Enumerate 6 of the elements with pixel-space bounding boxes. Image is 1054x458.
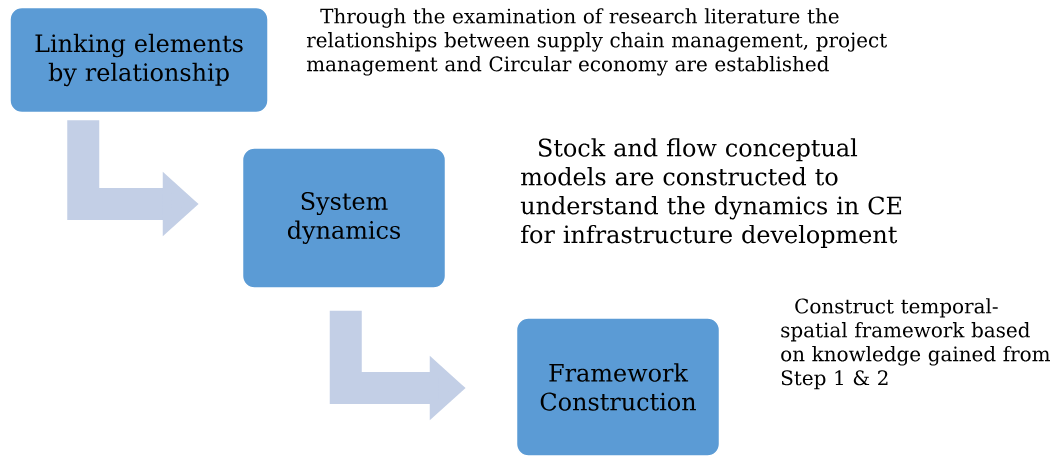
process-box: Linking elements by relationship (9, 6, 269, 114)
process-box: System dynamics (241, 147, 447, 289)
description-text: Stock and flow conceptual models are constructed to understand the dynamics in CE for infrastructure development (520, 138, 902, 248)
description-text: Construct temporal-spatial framework based on knowledge gained from Step 1 & 2 (781, 298, 1050, 390)
description-text: Through the examination of research literature the relationships between supply chain management, project management and Circular economy are established (306, 8, 887, 76)
process-box: Framework Construction (515, 317, 721, 457)
